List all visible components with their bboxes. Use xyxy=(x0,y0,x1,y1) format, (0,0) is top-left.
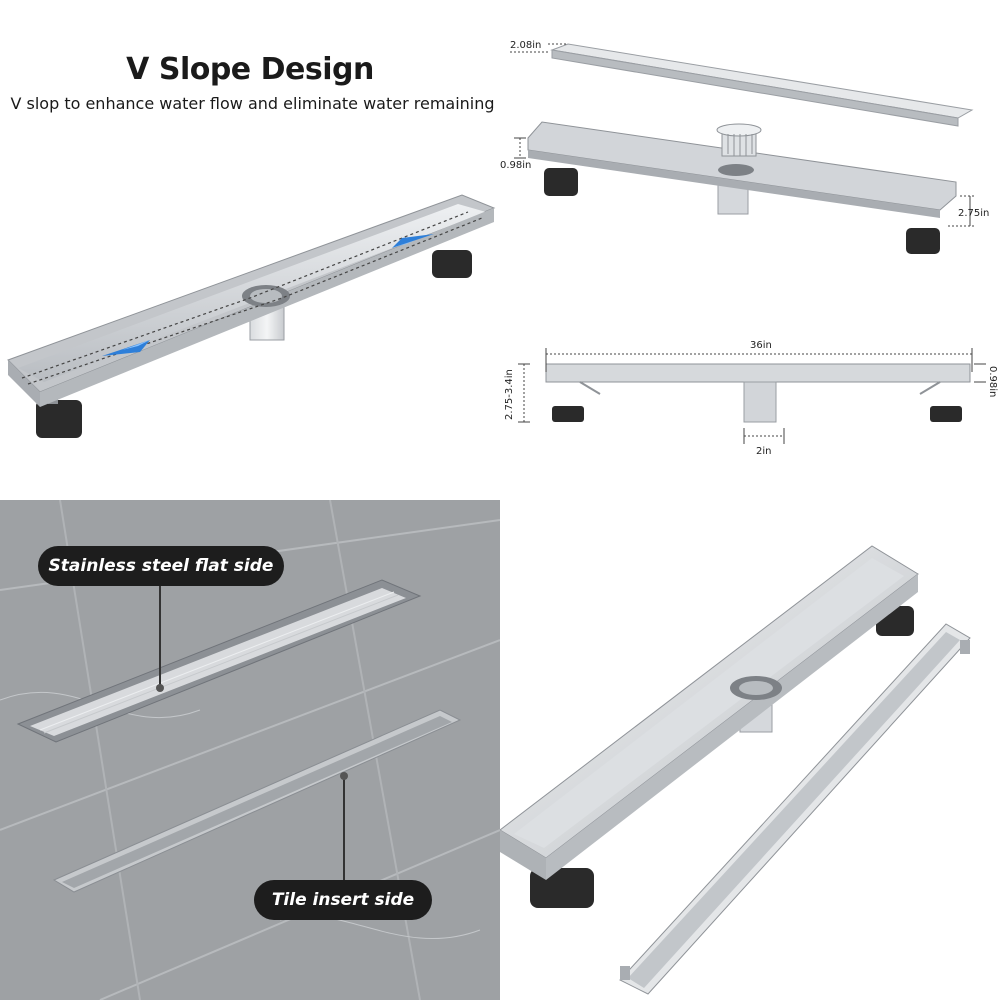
side-view xyxy=(545,363,971,423)
slope-line-upper xyxy=(21,211,469,379)
length-label: 36in xyxy=(750,340,772,351)
main-channel xyxy=(500,545,919,880)
v-slope-panel: V Slope Design V slop to enhance water f… xyxy=(0,0,500,500)
flow-arrow-left xyxy=(102,340,150,356)
channel-width-label: 2.75in xyxy=(958,208,990,219)
marble-floor xyxy=(0,500,500,1000)
flat-side-label: Stainless steel flat side xyxy=(38,546,284,586)
height-range-label: 2.75-3.4in xyxy=(504,369,515,420)
reversible-grate-panel: Stainless steel flat side Tile insert si… xyxy=(0,500,500,1000)
dimensions-panel: 2.08in 0.98in 2.75in 36in 0.98in 2.75-3.… xyxy=(500,0,1000,500)
v-slope-subtitle: V slop to enhance water flow and elimina… xyxy=(10,94,495,113)
v-slope-title: V Slope Design xyxy=(126,52,374,87)
tile-insert-tray xyxy=(619,623,971,995)
channel-assembly xyxy=(527,121,957,254)
insert-side-label: Tile insert side xyxy=(254,880,432,920)
product-view-panel xyxy=(500,500,1000,1000)
outlet-diameter-label: 2in xyxy=(756,446,772,457)
v-slope-drain-illustration xyxy=(7,194,496,438)
dimension-drawing xyxy=(510,43,986,444)
side-depth-label: 0.98in xyxy=(987,366,998,398)
basket-strainer xyxy=(716,123,762,157)
channel-depth-label: 0.98in xyxy=(500,160,532,171)
flat-side-grate xyxy=(16,579,422,743)
product-illustration xyxy=(500,545,971,995)
grate-thickness-label: 2.08in xyxy=(510,40,542,51)
leveling-leg-right xyxy=(432,250,472,278)
grate-cover xyxy=(550,43,974,127)
tile-insert-grate xyxy=(52,709,462,893)
